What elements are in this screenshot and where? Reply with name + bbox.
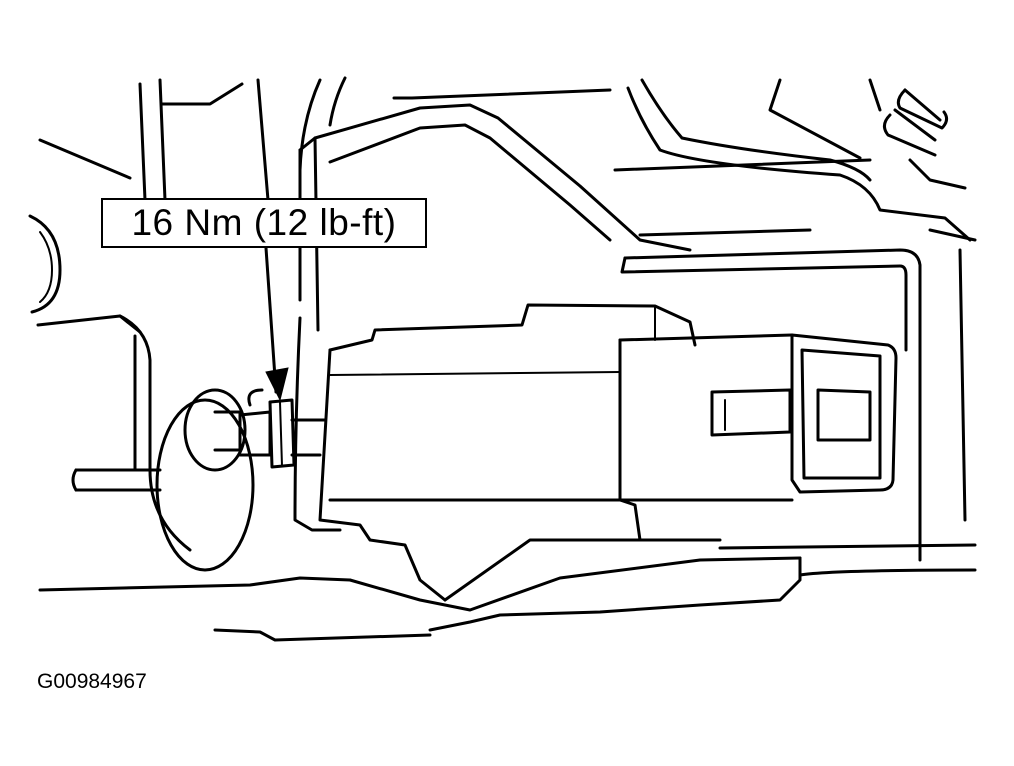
floor-line [348, 556, 802, 612]
plunger-tip [213, 410, 242, 452]
hook [903, 88, 942, 122]
pedal-boss [183, 388, 247, 472]
support-bar [298, 103, 692, 252]
floor-edge [798, 568, 977, 577]
post-cap [160, 82, 244, 106]
frame-right-end [908, 158, 967, 190]
support-bar-inner [328, 123, 612, 242]
frame-right-edge [768, 78, 862, 160]
connector-top [618, 333, 794, 342]
switch-body-left [318, 348, 447, 602]
bracket-plate-edge [958, 248, 967, 522]
hook-loop [896, 88, 949, 130]
bracket-curve [28, 214, 62, 314]
connector-plug-inner [800, 348, 882, 480]
bracket-plate-inner [620, 256, 908, 352]
hook-loop [883, 113, 937, 157]
callout-leader [264, 246, 278, 394]
switch-body-ridge [329, 371, 621, 376]
post-line [298, 78, 322, 172]
post-line [256, 78, 270, 202]
nut-washer [247, 388, 264, 407]
bracket-curve-inner [39, 231, 53, 303]
floor-line [38, 576, 352, 592]
floor-line [718, 543, 977, 550]
support-bar-top [392, 88, 612, 100]
torque-callout-box: 16 Nm (12 lb-ft) [101, 198, 427, 248]
torque-label: 16 Nm (12 lb-ft) [131, 202, 397, 243]
callout-arrow-icon [265, 367, 289, 402]
connector-left [618, 338, 642, 542]
floor-edge [213, 628, 432, 642]
switch-body-base [443, 538, 722, 602]
frame-line [613, 158, 872, 172]
locknut-edge [279, 401, 283, 467]
frame-line [638, 228, 812, 237]
figure-id-label: G00984967 [37, 670, 147, 693]
pedal-rod-end [71, 468, 78, 492]
hook [893, 108, 937, 142]
switch-body-top [328, 303, 697, 352]
locknut [268, 398, 296, 469]
switch-mount-plate [293, 316, 342, 532]
pedal-pad [155, 398, 255, 572]
connector-tab [710, 388, 792, 437]
bracket-line [38, 138, 132, 180]
bracket-plate-edge [928, 228, 977, 242]
post-line [328, 76, 347, 127]
post-line [158, 78, 167, 202]
bracket-plate [623, 248, 922, 562]
floor-curve [428, 556, 802, 632]
connector-latch [816, 388, 872, 442]
left-bracket [118, 314, 192, 552]
connector-plug [790, 333, 898, 494]
frame-right-inner [640, 78, 872, 182]
frame-line [868, 78, 882, 112]
post-line [138, 82, 147, 202]
